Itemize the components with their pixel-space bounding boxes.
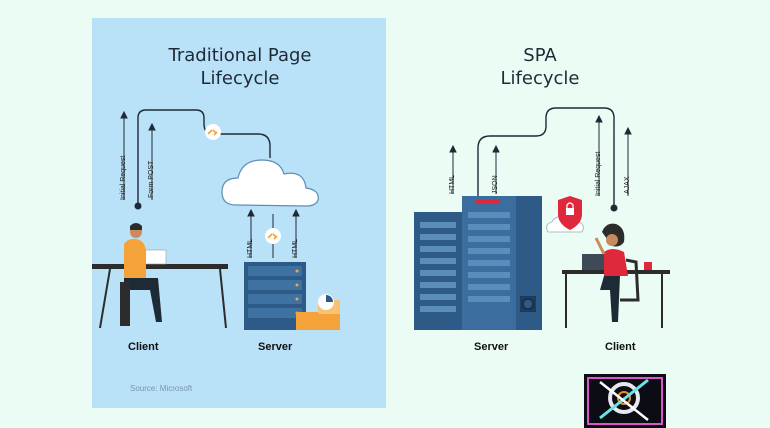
server-sync-icon [265,228,281,244]
spa-title: SPA Lifecycle [450,44,630,90]
server-html-label-1: HTML [247,238,254,258]
spa-flow-line [477,107,615,206]
spa-initial-request-label: Initial Request [595,151,602,196]
sync-icon [205,124,221,140]
traditional-server-label: Server [258,341,293,353]
traditional-lifecycle-panel [92,18,386,408]
client-connection-dot [134,202,142,210]
spa-ajax-label: AJAX [624,176,631,194]
spa-client-dot [610,204,618,212]
spa-server-rack [414,196,542,330]
spa-title-line1: SPA [523,45,557,66]
traditional-title-line2: Lifecycle [200,68,280,89]
spa-html-label: HTML [449,174,456,194]
shield-icon [558,196,582,230]
spa-title-line2: Lifecycle [500,68,580,89]
traditional-client-label: Client [128,341,159,353]
initial-request-label: Initial Request [120,155,127,200]
form-post-arrow [148,122,156,200]
server-cloud-arrows [247,208,300,258]
initial-request-arrow [120,110,128,200]
source-caption: Source: Microsoft [130,384,193,393]
traditional-server-rack [244,262,306,330]
folder-icon [296,294,340,330]
server-html-label-2: HTML [292,238,299,258]
traditional-title-line1: Traditional Page [168,45,312,66]
gear-tools-logo-icon [584,374,666,428]
traditional-title: Traditional Page Lifecycle [140,44,340,90]
form-post-label: Form POST [148,160,155,198]
spa-json-label: JSON [492,175,499,194]
cloud-icon [221,159,319,207]
client-person-left [92,223,228,329]
spa-client-label: Client [605,341,636,353]
traditional-flow-line [137,109,271,205]
spa-server-label: Server [474,341,509,353]
client-person-right [562,223,670,328]
spa-server-arrows [449,114,632,196]
